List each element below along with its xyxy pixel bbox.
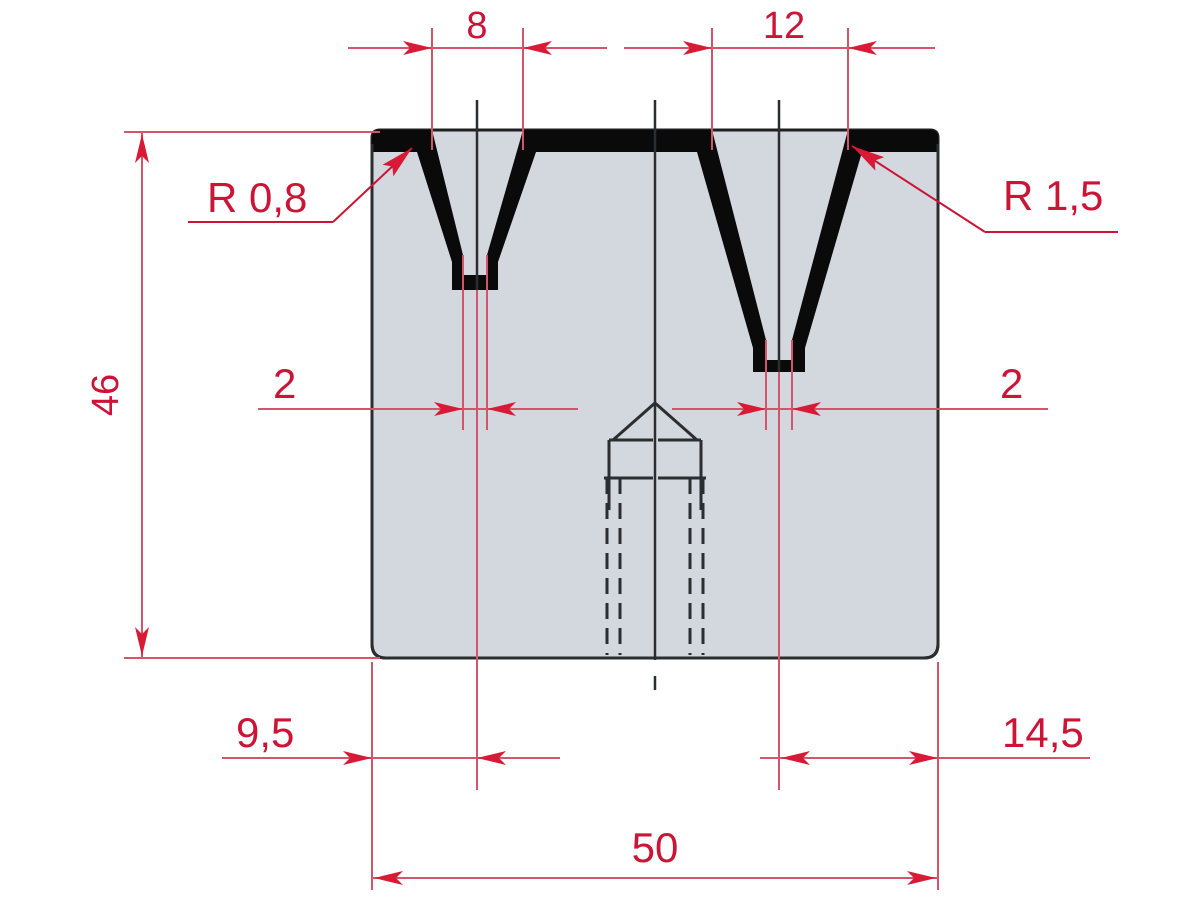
dim-label-12: 12 (763, 5, 805, 47)
dimension-v2-opening: 12 (624, 5, 935, 55)
v-groove-left-shape (372, 130, 700, 290)
dim-label-2-left: 2 (273, 360, 296, 407)
dim-label-r15: R 1,5 (1003, 172, 1103, 219)
dimension-offset-left: 9,5 (222, 709, 560, 765)
slot-chamfer-right (654, 401, 698, 442)
dimension-v1-opening: 8 (348, 5, 607, 55)
dim-label-2-right: 2 (1000, 360, 1023, 407)
dimension-total-width: 50 (372, 824, 938, 885)
groove-center-lines (475, 100, 781, 372)
dim-label-8: 8 (466, 5, 487, 47)
dim-label-50: 50 (632, 824, 679, 871)
leader-radius-right: R 1,5 (851, 145, 1118, 233)
dimension-height: 46 (85, 132, 149, 658)
center-slot-group (604, 100, 706, 690)
leader-radius-left: R 0,8 (188, 147, 413, 223)
body-right-edge (923, 144, 940, 660)
dim-label-r08: R 0,8 (207, 174, 307, 221)
dimension-v1-tip: 2 (258, 360, 578, 416)
leader-line-r15 (851, 145, 986, 233)
v-groove-right-shape (645, 130, 938, 372)
body-left-edge (370, 144, 387, 660)
dim-label-145: 14,5 (1002, 709, 1084, 756)
dimension-offset-right: 14,5 (760, 709, 1090, 765)
dimension-v2-tip: 2 (672, 360, 1048, 416)
v-groove-right (645, 130, 938, 372)
dim-label-95: 9,5 (236, 709, 294, 756)
extension-lines (124, 28, 939, 890)
slot-chamfer-left (612, 401, 656, 442)
leader-line-r08 (332, 147, 413, 223)
dim-label-46: 46 (85, 374, 127, 416)
v-groove-left (372, 130, 700, 290)
